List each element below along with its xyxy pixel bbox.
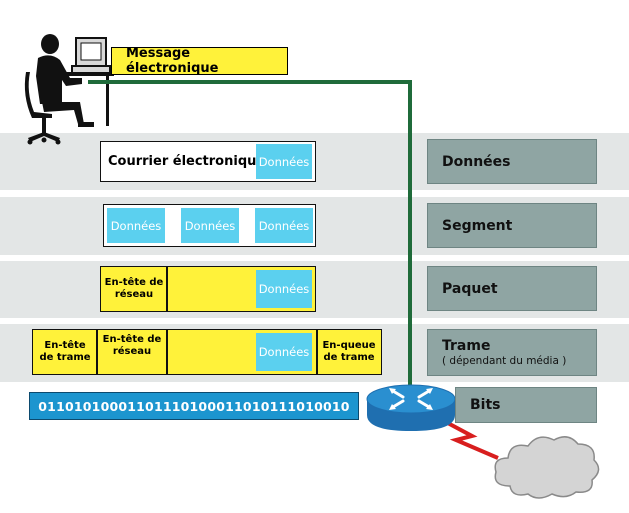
- segment-block-2: Données: [181, 208, 239, 243]
- layer-packet: Paquet: [427, 266, 597, 311]
- layer-segment: Segment: [427, 203, 597, 248]
- layer-frame: Trame ( dépendant du média ): [427, 329, 597, 376]
- data-block: Données: [256, 144, 312, 179]
- packet-network-header: En-tête de réseau: [104, 277, 164, 300]
- segment-block-1: Données: [107, 208, 165, 243]
- courrier-label: Courrier électronique: [108, 154, 266, 169]
- layer-data: Données: [427, 139, 597, 184]
- frame-row-frame: [32, 329, 382, 375]
- layer-frame-sublabel: ( dépendant du média ): [442, 355, 567, 367]
- router-icon: [366, 384, 456, 431]
- segment-block-3: Données: [255, 208, 313, 243]
- frame-header: En-tête de trame: [39, 340, 91, 363]
- layer-bits: Bits: [455, 387, 597, 423]
- frame-network-header: En-tête de réseau: [102, 334, 162, 357]
- frame-divider-3: [316, 329, 318, 375]
- layer-bits-label: Bits: [470, 397, 501, 413]
- user-at-computer-icon: [24, 34, 114, 145]
- frame-divider-1: [96, 329, 98, 375]
- frame-divider-2: [166, 329, 168, 375]
- layer-packet-label: Paquet: [442, 280, 498, 297]
- cloud-icon: [494, 436, 600, 499]
- frame-trailer: En-queue de trame: [322, 340, 376, 363]
- layer-frame-label: Trame: [442, 338, 491, 354]
- packet-divider: [166, 266, 168, 312]
- frame-data-block: Données: [256, 333, 312, 371]
- packet-data-block: Données: [256, 270, 312, 308]
- bits-bar: 01101010001101110100011010111010010: [29, 392, 359, 420]
- layer-data-label: Données: [442, 153, 511, 170]
- layer-segment-label: Segment: [442, 217, 513, 234]
- message-label: Message électronique: [111, 46, 288, 76]
